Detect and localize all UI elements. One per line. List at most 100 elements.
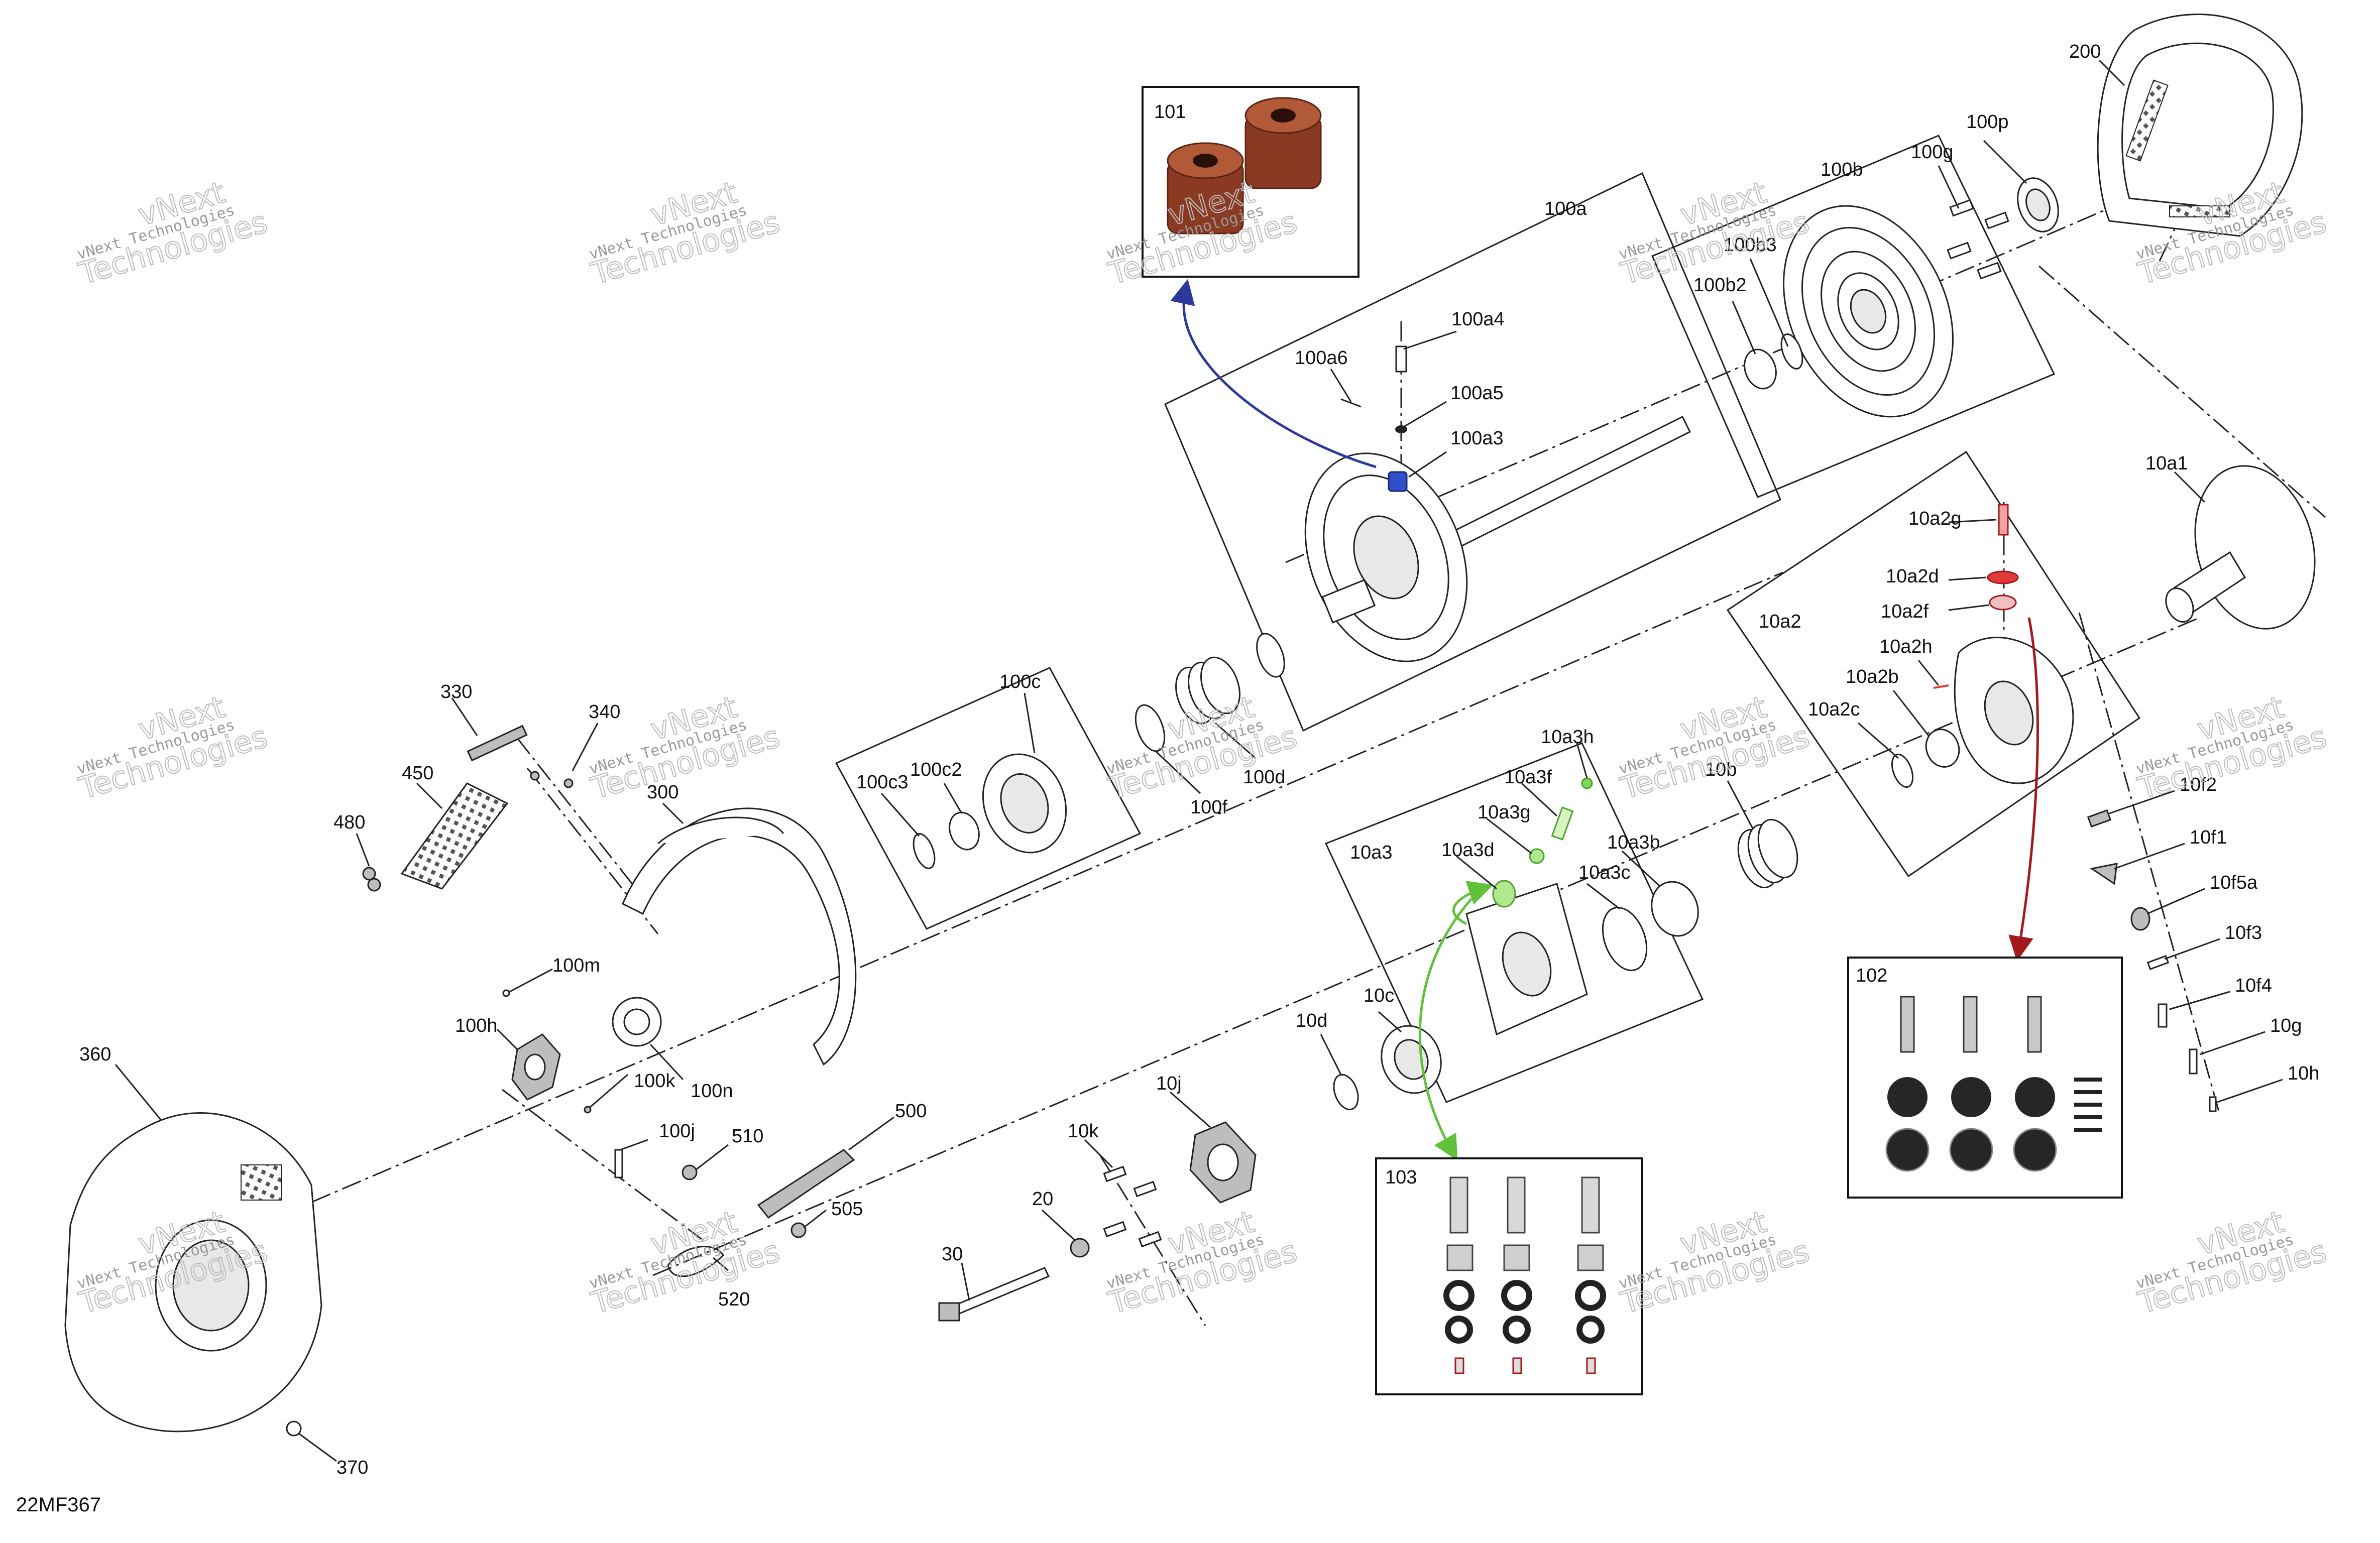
frame-10a3 (1324, 742, 1704, 1103)
callout-100c: 100c (999, 671, 1041, 692)
callout-30: 30 (942, 1244, 963, 1265)
spring-100d (1175, 656, 1240, 725)
bushing-10a2f (1989, 595, 2017, 611)
rivet-340b (563, 778, 574, 788)
callout-10a3b: 10a3b (1607, 832, 1660, 853)
washer-370 (286, 1420, 302, 1437)
callout-10k: 10k (1068, 1121, 1099, 1142)
ring-10a3b (1651, 881, 1699, 937)
bracket-330 (467, 725, 528, 762)
inset-101-label: 101 (1154, 101, 1186, 123)
callout-20: 20 (1032, 1189, 1053, 1210)
callout-100c3: 100c3 (856, 772, 909, 793)
callout-510: 510 (732, 1126, 763, 1147)
washer-10f3 (2146, 955, 2170, 970)
ring-100e (1256, 633, 1285, 678)
screw-100a4 (1395, 345, 1407, 373)
moving-sheave-10a1 (2165, 465, 2316, 630)
nut-480a (362, 867, 376, 881)
pin-100a6 (1340, 398, 1362, 408)
pin-10a2h (1933, 684, 1949, 689)
cam-10a3 (1465, 883, 1588, 1036)
pin-10g (2189, 1048, 2198, 1075)
callout-300: 300 (647, 782, 678, 803)
spider-10a2 (1954, 637, 2074, 784)
callout-505: 505 (831, 1199, 863, 1220)
washer-10a2d (1987, 570, 2019, 584)
screw-10kb (1133, 1180, 1157, 1198)
sleeves-row-103 (1446, 1244, 1604, 1271)
clip-10h (2209, 1096, 2217, 1112)
callout-340: 340 (589, 701, 620, 723)
callout-10a3f: 10a3f (1504, 767, 1552, 788)
callout-10a3: 10a3 (1350, 842, 1393, 863)
brown-insert-right (1244, 97, 1322, 189)
frame-100a (1164, 172, 1781, 732)
bolt-30 (953, 1267, 1050, 1315)
nut-10f5a (2130, 907, 2150, 931)
callout-10a2g: 10a2g (1908, 508, 1962, 529)
screw-10ka (1103, 1165, 1127, 1182)
callout-10a2b: 10a2b (1846, 666, 1899, 687)
ring-10a3c (1602, 906, 1648, 972)
ring-100c3 (913, 833, 936, 869)
rivet-340a (530, 771, 540, 781)
callout-330: 330 (440, 681, 472, 702)
callout-520: 520 (718, 1289, 750, 1310)
plate-100h (511, 1033, 561, 1101)
bolt-100j (614, 1149, 623, 1178)
washer-20 (1070, 1238, 1090, 1258)
callout-10a2: 10a2 (1759, 611, 1801, 632)
weight-10f1 (2090, 863, 2118, 885)
callout-100n: 100n (691, 1081, 733, 1102)
group-frames (835, 135, 2141, 1103)
screw-10kc (1103, 1221, 1127, 1238)
brown-insert-left (1167, 142, 1244, 234)
belt-guard-300 (622, 807, 857, 1066)
clip-100m (502, 989, 510, 997)
callout-100j: 100j (659, 1121, 695, 1142)
callout-10j: 10j (1156, 1073, 1182, 1094)
callout-10d: 10d (1296, 1010, 1327, 1031)
ring-10a2c (1891, 753, 1914, 788)
callout-10f2: 10f2 (2180, 774, 2217, 795)
callout-100a5: 100a5 (1450, 383, 1504, 404)
bracket-500 (757, 1149, 855, 1219)
callout-10a2f: 10a2f (1881, 601, 1929, 622)
callout-10a3d: 10a3d (1441, 840, 1495, 861)
clip-100k (584, 1106, 592, 1114)
washer-10a3g (1529, 848, 1545, 864)
callout-labels: 200100p100g100b100b3100b2100a100a4100a61… (79, 41, 2319, 1478)
callout-100m: 100m (552, 955, 600, 976)
callout-10g: 10g (2270, 1015, 2302, 1036)
diagram-code: 22MF367 (16, 1494, 101, 1516)
inset-103-label: 103 (1385, 1167, 1417, 1188)
callout-10a1: 10a1 (2145, 453, 2188, 474)
fixed-sheave-100a (1304, 415, 1691, 662)
parts (64, 14, 2316, 1437)
inset-101: 101 (1142, 86, 1359, 278)
buttons-row-2 (1885, 1128, 2057, 1172)
callout-10f3: 10f3 (2225, 922, 2262, 943)
rollers-row-103 (1443, 1280, 1606, 1344)
callout-10a2d: 10a2d (1886, 566, 1939, 587)
callout-100a: 100a (1544, 198, 1587, 219)
clip-520 (667, 1246, 724, 1277)
screw-510 (682, 1164, 698, 1180)
bushing-10a2b (1925, 729, 1960, 768)
roller-assembly-100c (982, 753, 1067, 854)
nut-505 (790, 1222, 807, 1238)
callout-10f1: 10f1 (2190, 827, 2227, 848)
roller-100a3 (1388, 471, 1408, 492)
callout-450: 450 (402, 763, 433, 784)
bushing-100c2 (949, 811, 980, 851)
callout-100c2: 100c2 (910, 759, 962, 780)
